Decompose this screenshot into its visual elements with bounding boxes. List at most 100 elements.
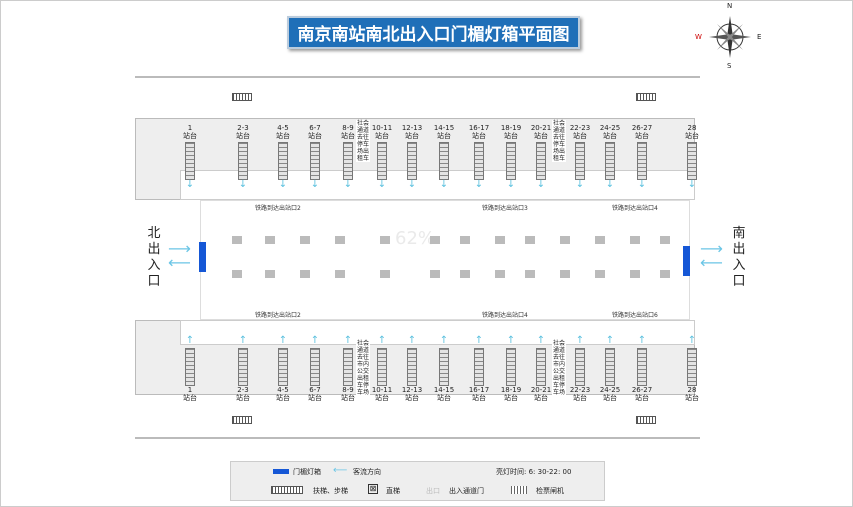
platform-number: 10-11 (371, 124, 393, 132)
platform-number: 8-9 (342, 124, 354, 132)
exit-label: 铁路到达出站口2 (255, 205, 301, 212)
escalator-icon (278, 348, 288, 386)
column-icon (265, 270, 275, 278)
escalator-icon (575, 142, 585, 180)
track-line-bottom (135, 437, 700, 439)
south-lightbox (683, 246, 690, 276)
flow-arrow-icon: ↓ (439, 179, 449, 190)
bottom-concourse (180, 320, 695, 345)
escalator-icon (506, 348, 516, 386)
platform-suffix: 站台 (534, 394, 548, 402)
column-icon (630, 236, 640, 244)
escalator-icon (238, 348, 248, 386)
gate-legend-icon (511, 486, 527, 494)
column-icon (525, 236, 535, 244)
flow-arrow-icon: ↓ (310, 179, 320, 190)
escalator-icon (506, 142, 516, 180)
exit-label: 铁路到达出站口6 (612, 312, 658, 319)
flow-arrow-icon: ↓ (238, 179, 248, 190)
column-icon (660, 236, 670, 244)
platform-number: 28 (687, 124, 697, 132)
column-icon (525, 270, 535, 278)
platform-number: 14-15 (433, 386, 455, 394)
flow-arrow-out-icon: ⟵ (168, 253, 191, 272)
flow-arrow-in-icon: ⟶ (168, 239, 191, 258)
platform-suffix: 站台 (573, 394, 587, 402)
platform-number: 4-5 (277, 386, 289, 394)
top-social-passage-label: 社会通道去往停车场出租车 (356, 120, 370, 162)
platform-suffix: 站台 (276, 132, 290, 140)
column-icon (460, 270, 470, 278)
platform-number: 12-13 (401, 386, 423, 394)
column-icon (300, 236, 310, 244)
flow-arrow-icon: ↓ (377, 179, 387, 190)
column-icon (265, 236, 275, 244)
escalator-icon (575, 348, 585, 386)
platform-suffix: 站台 (437, 132, 451, 140)
escalator-icon (474, 348, 484, 386)
flow-arrow-icon: ↑ (605, 335, 615, 346)
platform-suffix: 站台 (472, 132, 486, 140)
column-icon (660, 270, 670, 278)
south-exit-label: 南出入口 (732, 226, 746, 289)
flow-arrow-icon: ↓ (343, 179, 353, 190)
column-icon (232, 236, 242, 244)
escalator-icon (377, 348, 387, 386)
legend-lightbox: 门楣灯箱 (293, 468, 321, 476)
flow-arrow-icon: ↓ (407, 179, 417, 190)
platform-number: 18-19 (500, 124, 522, 132)
column-icon (595, 270, 605, 278)
door-legend-icon: 出口 (426, 487, 440, 495)
legend-door: 出入通道门 (449, 487, 484, 495)
flow-legend-icon: ⟵ (333, 465, 348, 476)
platform-number: 12-13 (401, 124, 423, 132)
bottom-social-passage-label-2: 社会通道去往市内公交出租车停车场 (552, 340, 566, 396)
column-icon (430, 236, 440, 244)
column-icon (560, 236, 570, 244)
legend-elevator: 直梯 (386, 487, 400, 495)
platform-number: 26-27 (631, 124, 653, 132)
compass-w: W (695, 33, 702, 41)
platform-number: 26-27 (631, 386, 653, 394)
flow-arrow-icon: ↑ (687, 335, 697, 346)
escalator-icon (605, 348, 615, 386)
platform-number: 1 (187, 124, 193, 132)
elevator-legend-icon: ⊠ (368, 484, 378, 494)
flow-arrow-icon: ↑ (575, 335, 585, 346)
flow-arrow-icon: ↓ (605, 179, 615, 190)
platform-number: 16-17 (468, 124, 490, 132)
platform-suffix: 站台 (405, 394, 419, 402)
platform-suffix: 站台 (375, 394, 389, 402)
flow-arrow-icon: ↓ (474, 179, 484, 190)
column-icon (232, 270, 242, 278)
platform-suffix: 站台 (183, 394, 197, 402)
platform-suffix: 站台 (375, 132, 389, 140)
platform-suffix: 站台 (437, 394, 451, 402)
platform-number: 4-5 (277, 124, 289, 132)
flow-arrow-icon: ↑ (310, 335, 320, 346)
flow-arrow-icon: ↓ (575, 179, 585, 190)
central-hall (200, 200, 690, 320)
column-icon (380, 236, 390, 244)
escalator-icon (185, 348, 195, 386)
column-icon (335, 236, 345, 244)
platform-number: 2-3 (237, 124, 249, 132)
escalator-icon (310, 348, 320, 386)
flow-arrow-icon: ↓ (536, 179, 546, 190)
escalator-icon (687, 348, 697, 386)
compass-n: N (727, 2, 733, 10)
flow-arrow-icon: ↓ (506, 179, 516, 190)
platform-number: 14-15 (433, 124, 455, 132)
flow-arrow-icon: ↓ (185, 179, 195, 190)
